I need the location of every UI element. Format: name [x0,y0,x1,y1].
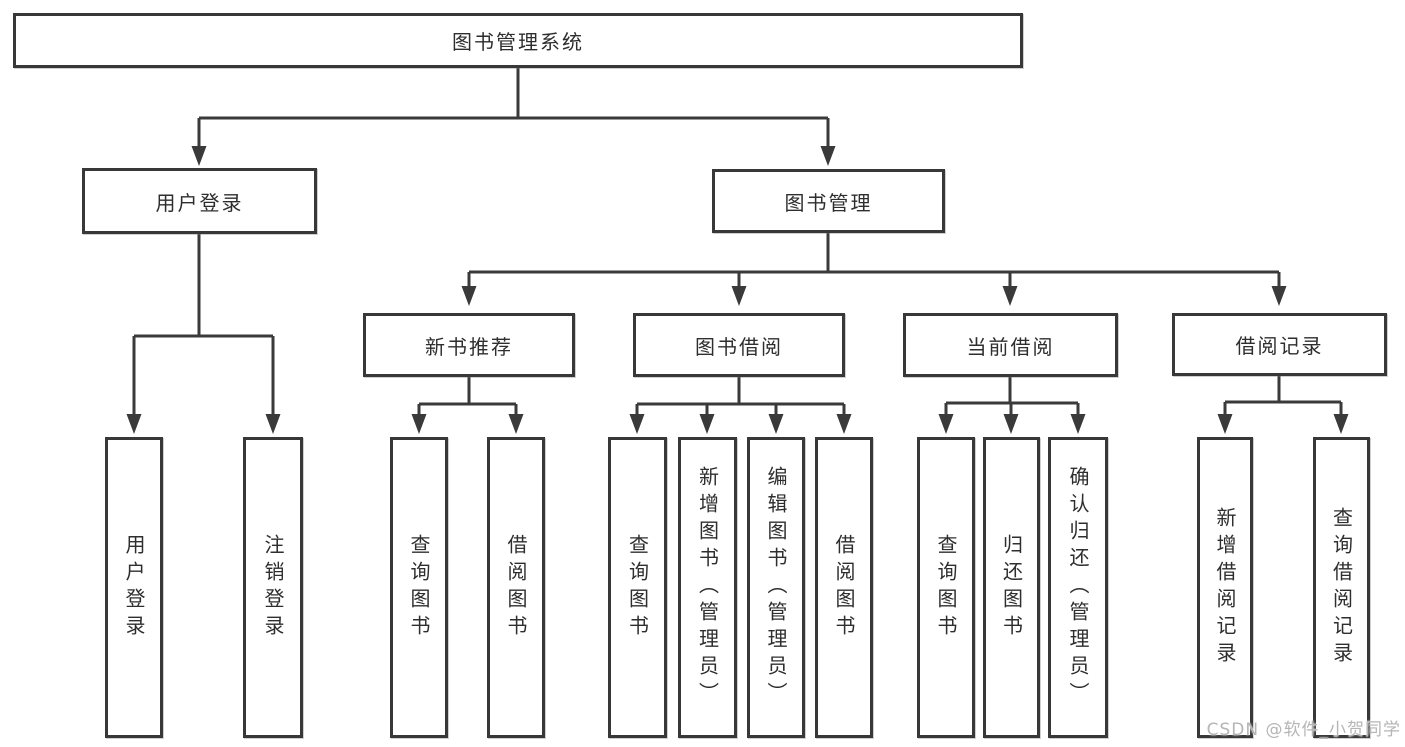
leaf-label: 归还图书 [999,533,1024,642]
leaf-label: 借阅图书 [504,533,528,642]
node-new-book-recommend-label: 新书推荐 [425,334,513,359]
leaf-label: 编辑图书（管理员） [764,466,788,709]
node-borrow-record-label: 借阅记录 [1235,334,1324,358]
leaf-label: 查询借阅记录 [1329,506,1354,669]
leaf-borrow-borrow-book: 借阅图书 [815,437,873,738]
csdn-watermark: CSDN @软件_小贺同学 [1206,720,1401,740]
node-borrow-record: 借阅记录 [1172,313,1387,376]
node-current-borrow-label: 当前借阅 [966,334,1055,359]
leaf-current-query-book: 查询图书 [917,437,975,738]
node-root: 图书管理系统 [13,13,1023,68]
node-new-book-recommend: 新书推荐 [363,313,575,377]
leaf-user-login: 用户登录 [105,437,163,738]
leaf-recommend-borrow-book: 借阅图书 [487,437,545,738]
leaf-label: 注销登录 [261,533,285,642]
leaf-label: 用户登录 [122,533,146,642]
leaf-current-confirm-return-admin: 确认归还（管理员） [1048,437,1108,738]
leaf-label: 新增图书（管理员） [695,466,720,709]
leaf-logout: 注销登录 [243,437,303,738]
leaf-label: 借阅图书 [832,533,856,642]
node-current-borrow: 当前借阅 [903,313,1118,377]
arrowheads [126,146,1349,434]
node-root-label: 图书管理系统 [452,30,584,54]
leaf-label: 查询图书 [625,533,650,642]
node-user-login: 用户登录 [82,168,317,234]
node-book-management: 图书管理 [712,169,945,233]
leaf-borrow-add-book-admin: 新增图书（管理员） [678,437,737,738]
leaf-record-add-borrow-record: 新增借阅记录 [1197,437,1253,738]
leaf-current-return-book: 归还图书 [983,437,1040,738]
leaf-borrow-edit-book-admin: 编辑图书（管理员） [747,437,805,738]
leaf-record-query-borrow-record: 查询借阅记录 [1313,437,1370,738]
leaf-label: 查询图书 [407,533,431,642]
node-book-borrow-label: 图书借阅 [695,334,783,359]
leaf-label: 确认归还（管理员） [1066,466,1090,709]
leaf-borrow-query-book: 查询图书 [608,437,667,738]
node-book-management-label: 图书管理 [784,190,873,215]
leaf-label: 新增借阅记录 [1213,506,1237,669]
node-user-login-label: 用户登录 [155,190,244,215]
leaf-recommend-query-book: 查询图书 [390,437,448,738]
leaf-label: 查询图书 [934,533,958,642]
node-book-borrow: 图书借阅 [633,313,845,377]
